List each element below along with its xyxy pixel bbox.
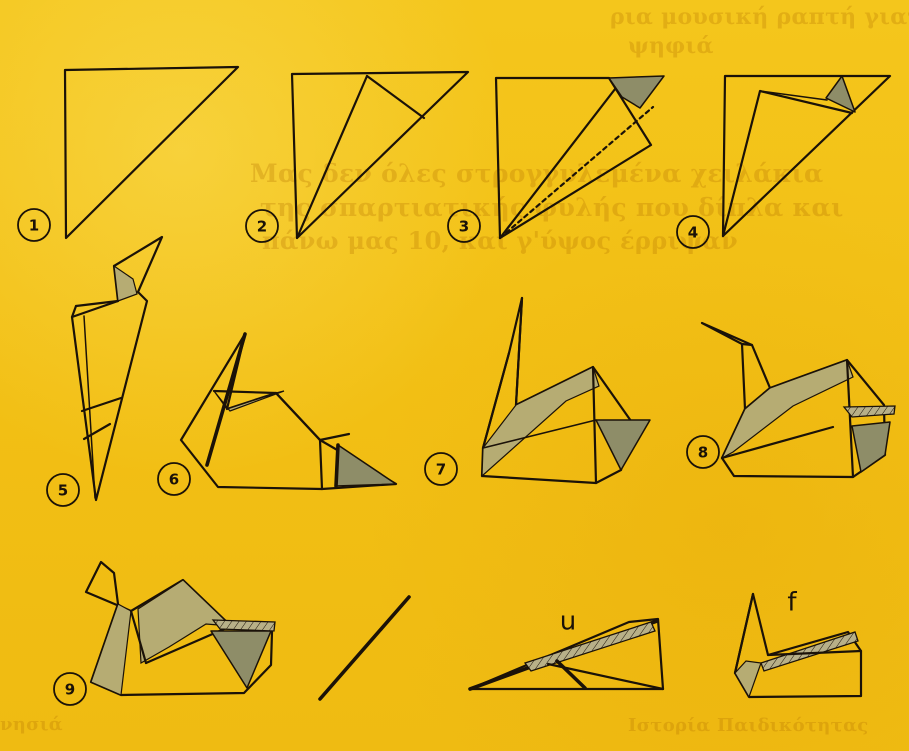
- step-number-6: 6: [169, 471, 179, 489]
- step-4-diagram: [723, 76, 890, 236]
- step-number-1-badge: 1: [18, 209, 50, 241]
- step-number-6-badge: 6: [158, 463, 190, 495]
- extra-label-f: f: [787, 588, 797, 618]
- step-number-8-badge: 8: [687, 436, 719, 468]
- step-number-5-badge: 5: [47, 474, 79, 506]
- step-number-8: 8: [698, 444, 708, 462]
- step-number-7: 7: [436, 461, 446, 479]
- step-number-1: 1: [29, 217, 39, 235]
- step-number-3-badge: 3: [448, 210, 480, 242]
- step-number-7-badge: 7: [425, 453, 457, 485]
- step-3-diagram: [496, 76, 664, 238]
- step-8-diagram: [702, 323, 895, 477]
- step-number-3: 3: [459, 218, 469, 236]
- extra-diagram-f: [735, 594, 861, 697]
- step-2-diagram: [292, 72, 468, 238]
- step-number-4-badge: 4: [677, 216, 709, 248]
- step-7-diagram: [482, 298, 650, 483]
- step-number-4: 4: [688, 224, 698, 242]
- step-1-diagram: [65, 67, 238, 238]
- step-9-diagram: [86, 562, 275, 695]
- step-5-diagram: [72, 237, 162, 500]
- separator-stroke: [320, 597, 409, 699]
- step-number-2-badge: 2: [246, 210, 278, 242]
- step-number-9: 9: [65, 681, 75, 699]
- step-number-9-badge: 9: [54, 673, 86, 705]
- step-number-2: 2: [257, 218, 267, 236]
- step-number-5: 5: [58, 482, 68, 500]
- step-6-diagram: [181, 334, 396, 489]
- extra-label-u: u: [560, 607, 576, 637]
